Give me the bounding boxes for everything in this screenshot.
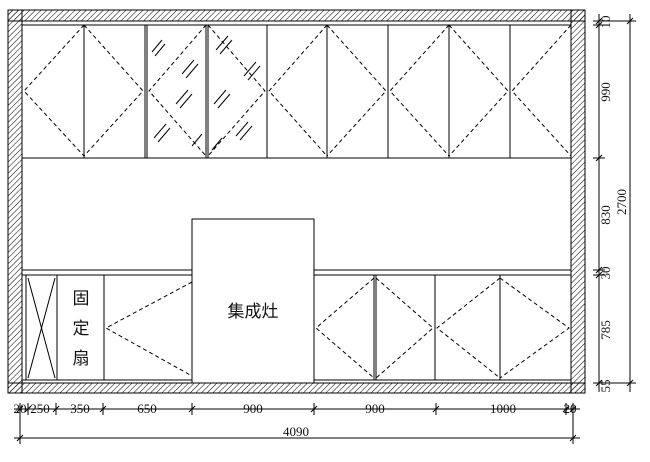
countertop (22, 269, 571, 276)
lower-door (375, 275, 436, 380)
total-height-label: 2700 (614, 189, 629, 215)
upper-door (268, 24, 328, 158)
filler-strip (25, 275, 58, 380)
lower-door (436, 275, 501, 380)
wall-right (570, 9, 586, 394)
fixed-panel-char: 扇 (73, 349, 90, 369)
dim-label: 20 (14, 401, 27, 416)
lower-door (104, 281, 193, 377)
wall-bottom (7, 382, 586, 394)
upper-glass-door (207, 24, 268, 158)
upper-cabinets (21, 24, 572, 159)
vertical-dimensions (593, 14, 636, 392)
dim-label: 900 (243, 401, 263, 416)
dim-label: 900 (365, 401, 385, 416)
fixed-panel-char: 定 (73, 319, 90, 339)
dim-label: 350 (70, 401, 90, 416)
stove-label: 集成灶 (228, 302, 279, 322)
lower-door (315, 275, 375, 380)
lower-door (499, 277, 570, 379)
integrated-stove: 集成灶 (191, 218, 315, 384)
dim-label: 830 (598, 205, 613, 225)
dim-label: 1000 (490, 401, 516, 416)
dim-label: 990 (598, 82, 613, 102)
upper-door (326, 24, 389, 158)
upper-door (448, 24, 511, 158)
upper-glass-door (146, 24, 207, 158)
dim-label: 55 (598, 380, 613, 393)
upper-door (511, 24, 572, 157)
dim-label: 10 (598, 16, 613, 29)
upper-door (23, 24, 85, 158)
total-width-label: 4090 (283, 424, 309, 439)
dim-label: 785 (598, 320, 613, 340)
dim-label: 250 (30, 401, 50, 416)
vertical-dimension-labels: 10 990 830 30 785 55 2700 (598, 16, 629, 393)
dim-label: 30 (598, 267, 613, 280)
upper-door (83, 24, 146, 158)
horizontal-dimensions (14, 403, 580, 444)
wall-top (7, 9, 586, 22)
horizontal-dimension-labels: 20 250 350 650 900 900 1000 20 4090 (14, 401, 577, 439)
dim-label: 20 (564, 401, 577, 416)
upper-door (389, 24, 450, 158)
dim-label: 650 (137, 401, 157, 416)
wall-left (7, 9, 23, 394)
fixed-panel: 固 定 扇 (73, 275, 105, 380)
fixed-panel-char: 固 (73, 289, 90, 309)
lower-cabinets: 固 定 扇 (22, 275, 571, 381)
dim-ticks (16, 403, 577, 444)
